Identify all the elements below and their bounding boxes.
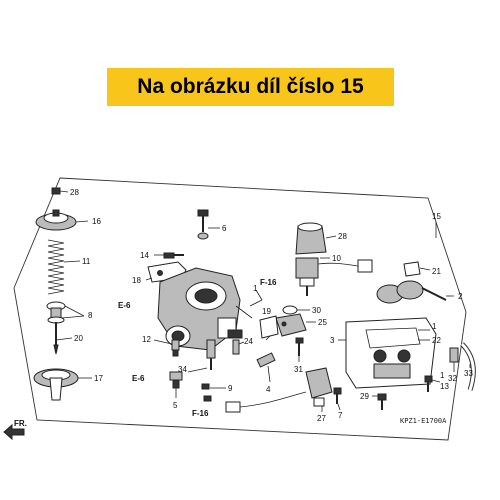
callout-3: 3 xyxy=(330,336,335,345)
callout-5: 5 xyxy=(173,401,178,410)
callout-31: 31 xyxy=(294,365,303,374)
callout-20: 20 xyxy=(74,334,83,343)
plate-25 xyxy=(275,313,307,337)
needle-jet-5 xyxy=(169,371,183,389)
hose-33 xyxy=(460,342,476,391)
callout-2: 2 xyxy=(458,292,463,301)
callout-33: 33 xyxy=(464,369,473,378)
jet-12 xyxy=(171,339,180,357)
callout-7: 7 xyxy=(338,411,343,420)
bolt-7 xyxy=(333,387,342,404)
ref-e6-lower: E-6 xyxy=(132,374,145,383)
front-label: FR. xyxy=(14,419,27,428)
callout-30: 30 xyxy=(312,306,321,315)
callout-18: 18 xyxy=(132,276,141,285)
needle-set-8 xyxy=(46,301,66,355)
ref-f16-lower: F-16 xyxy=(192,409,209,418)
front-direction-arrow: FR. xyxy=(3,419,27,441)
screw-13 xyxy=(424,375,433,392)
top-cover-16 xyxy=(35,187,77,231)
callout-21: 21 xyxy=(432,267,441,276)
spring-11 xyxy=(47,239,65,295)
callout-28: 28 xyxy=(70,188,79,197)
screw-29 xyxy=(377,393,387,410)
drain-32 xyxy=(449,347,459,363)
ref-f16-upper: F-16 xyxy=(260,278,277,287)
auto-choke-10 xyxy=(295,257,373,296)
part-callouts: 28 16 11 8 20 17 6 14 18 12 5 34 9 24 1 … xyxy=(70,188,473,423)
callout-8: 8 xyxy=(88,311,93,320)
pilot-screw-34 xyxy=(206,339,216,370)
plate-19 xyxy=(259,315,279,339)
diagram-frame xyxy=(13,177,467,441)
jet-24 xyxy=(232,339,240,355)
callout-28: 28 xyxy=(338,232,347,241)
callout-1: 1 xyxy=(432,322,437,331)
connector-4 xyxy=(256,352,276,368)
callout-14: 14 xyxy=(140,251,149,260)
callout-10: 10 xyxy=(332,254,341,263)
callout-24: 24 xyxy=(244,337,253,346)
callout-25: 25 xyxy=(318,318,327,327)
float-chamber xyxy=(345,317,437,389)
callout-9: 9 xyxy=(228,384,233,393)
callout-1: 1 xyxy=(440,371,445,380)
wire-connector xyxy=(225,391,307,413)
callout-22: 22 xyxy=(432,336,441,345)
section-references: E-6 E-6 F-16 F-16 xyxy=(118,278,277,418)
part-number-banner: Na obrázku díl číslo 15 xyxy=(107,68,394,106)
sensor-27 xyxy=(305,367,333,407)
clip-21 xyxy=(403,261,421,277)
diaphragm-17 xyxy=(33,368,79,401)
callout-12: 12 xyxy=(142,335,151,344)
screw-6 xyxy=(197,209,209,240)
callout-11: 11 xyxy=(82,257,91,266)
callout-19: 19 xyxy=(262,307,271,316)
callout-34: 34 xyxy=(178,365,187,374)
bolt-31 xyxy=(295,337,304,356)
callout-16: 16 xyxy=(92,217,101,226)
callout-13: 13 xyxy=(440,382,449,391)
leader-lines xyxy=(55,190,471,412)
o-ring-30 xyxy=(282,305,298,315)
callout-32: 32 xyxy=(448,374,457,383)
callout-17: 17 xyxy=(94,374,103,383)
ref-e6-upper: E-6 xyxy=(118,301,131,310)
valve-2 xyxy=(376,280,447,304)
callout-6: 6 xyxy=(222,224,227,233)
link-1a xyxy=(249,299,263,307)
screw-14 xyxy=(163,252,184,259)
callout-27: 27 xyxy=(317,414,326,423)
callout-15: 15 xyxy=(432,212,441,221)
carburetor-body xyxy=(157,267,253,351)
callout-1: 1 xyxy=(253,284,258,293)
diagram-code: KPZ1-E1700A xyxy=(400,417,447,425)
cap-28 xyxy=(295,222,327,255)
screws-9 xyxy=(201,383,212,402)
callout-29: 29 xyxy=(360,392,369,401)
callout-4: 4 xyxy=(266,385,271,394)
